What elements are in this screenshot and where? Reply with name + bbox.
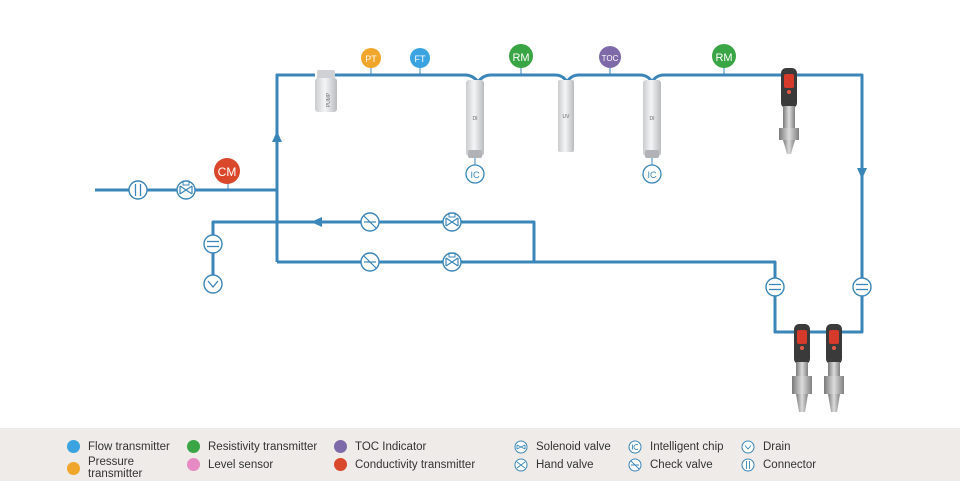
connector-symbol — [128, 180, 148, 200]
svg-text:PUMP: PUMP — [326, 92, 332, 107]
legend-conductivity: Conductivity transmitter — [334, 458, 475, 471]
level-sensor-icon — [187, 458, 200, 471]
solenoid-valve-icon — [514, 440, 528, 454]
connector-right-2 — [852, 277, 872, 297]
ic-chip-1: IC — [465, 164, 485, 184]
flow-transmitter-icon — [67, 440, 80, 453]
di-cartridge-2: DI — [643, 80, 661, 158]
svg-text:CM: CM — [218, 165, 237, 179]
legend-hand: Hand valve — [514, 458, 594, 472]
return-pipe-upper — [211, 220, 536, 283]
legend: Flow transmitter Pressure transmitter Re… — [0, 428, 960, 481]
svg-text:TOC: TOC — [602, 54, 619, 63]
pt-sensor: PT — [361, 48, 381, 68]
legend-flow: Flow transmitter — [67, 440, 170, 453]
pressure-transmitter-icon — [67, 461, 80, 475]
pump-unit: PUMP — [315, 70, 337, 112]
check-valve-symbol — [360, 212, 380, 232]
legend-connector: Connector — [741, 458, 816, 472]
legend-solenoid: Solenoid valve — [514, 440, 611, 454]
solenoid-valve-upper — [442, 212, 462, 232]
dispenser-3 — [824, 324, 844, 412]
drain-symbol — [203, 274, 223, 294]
svg-text:FT: FT — [415, 54, 426, 64]
connector-icon — [741, 458, 755, 472]
ic-chip-2: IC — [642, 164, 662, 184]
rm-sensor-1: RM — [509, 44, 533, 68]
water-system-diagram: CM PUMP PT FT DI IC RM UV TOC — [95, 44, 872, 412]
hand-valve-icon — [514, 458, 528, 472]
legend-check: Check valve — [628, 458, 713, 472]
check-valve-lower — [360, 252, 380, 272]
toc-indicator-icon — [334, 440, 347, 453]
dispenser-1 — [779, 68, 799, 154]
svg-text:IC: IC — [471, 170, 481, 180]
resistivity-transmitter-icon — [187, 440, 200, 453]
svg-text:DI: DI — [473, 116, 478, 122]
svg-text:PT: PT — [365, 54, 377, 64]
connector-right-1 — [765, 277, 785, 297]
rm-sensor-2: RM — [712, 44, 736, 68]
legend-chip: Intelligent chip — [628, 440, 724, 454]
legend-pressure: Pressure transmitter — [67, 456, 158, 480]
drain-icon — [741, 440, 755, 454]
cm-sensor: CM — [214, 158, 240, 184]
connector-left — [203, 234, 223, 254]
toc-sensor: TOC — [599, 46, 621, 68]
svg-text:RM: RM — [512, 52, 529, 64]
solenoid-valve-lower — [442, 252, 462, 272]
svg-text:DI: DI — [650, 116, 655, 122]
svg-text:IC: IC — [648, 170, 658, 180]
flow-arrow-left — [311, 217, 322, 227]
solenoid-valve-symbol — [176, 180, 196, 200]
di-cartridge-1: DI — [466, 80, 484, 158]
uv-unit: UV — [558, 80, 574, 152]
check-valve-icon — [628, 458, 642, 472]
conductivity-transmitter-icon — [334, 458, 347, 471]
flow-arrow-up — [272, 131, 282, 142]
legend-toc: TOC Indicator — [334, 440, 426, 453]
intelligent-chip-icon — [628, 440, 642, 454]
legend-level: Level sensor — [187, 458, 273, 471]
legend-drain: Drain — [741, 440, 790, 454]
legend-resistivity: Resistivity transmitter — [187, 440, 317, 453]
dispenser-2 — [792, 324, 812, 412]
svg-text:RM: RM — [715, 52, 732, 64]
svg-text:UV: UV — [563, 114, 571, 120]
flow-arrow-down — [857, 168, 867, 179]
main-loop-pipe — [275, 73, 315, 262]
ft-sensor: FT — [410, 48, 430, 68]
